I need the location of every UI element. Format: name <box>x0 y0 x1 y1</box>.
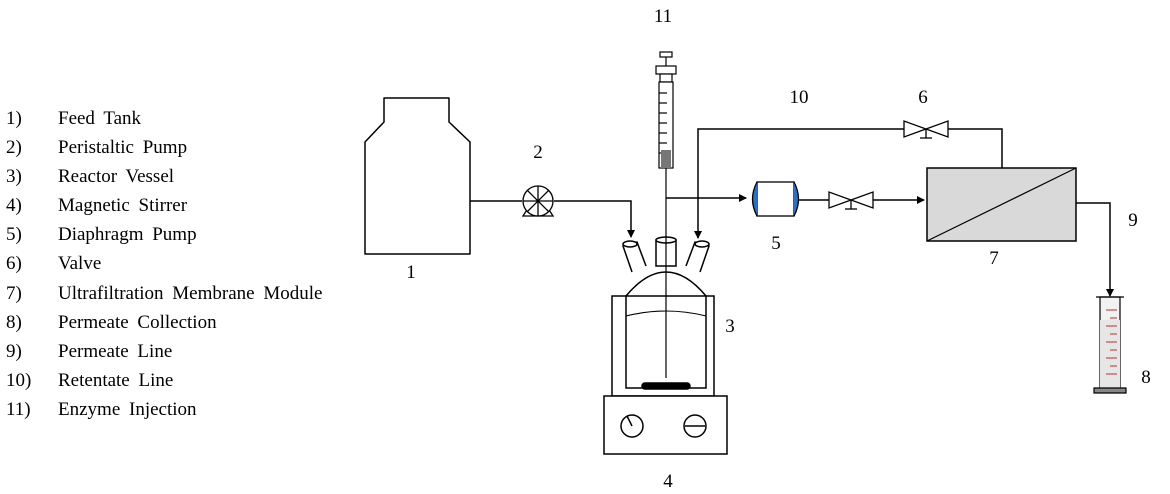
legend-number: 4) <box>6 195 22 217</box>
feed-tank <box>364 97 471 255</box>
legend-number: 6) <box>6 253 22 275</box>
legend-label: Retentate Line <box>58 369 174 391</box>
legend-item: 2) Peristaltic Pump <box>6 133 322 162</box>
legend-item: 7) Ultrafiltration Membrane Module <box>6 279 322 308</box>
legend-number: 11) <box>6 398 31 420</box>
enzyme-syringe <box>655 51 677 190</box>
legend-item: 1) Feed Tank <box>6 104 322 133</box>
diaphragm-pump <box>751 181 800 217</box>
legend-label: Permeate Line <box>58 340 173 362</box>
legend-number: 1) <box>6 108 22 129</box>
callout-peristaltic-pump: 2 <box>533 142 543 163</box>
callout-reactor-vessel: 3 <box>725 316 735 337</box>
legend-number: 2) <box>6 137 22 159</box>
legend-number: 8) <box>6 311 22 333</box>
legend-label: Enzyme Injection <box>58 398 197 420</box>
legend-item: 11) Enzyme Injection <box>6 395 322 424</box>
membrane-module <box>926 167 1077 242</box>
legend-label: Ultrafiltration Membrane Module <box>58 282 323 304</box>
callout-permeate-collection: 8 <box>1141 367 1151 388</box>
callout-diaphragm-pump: 5 <box>771 233 781 254</box>
permeate-line <box>1076 202 1114 297</box>
legend-number: 9) <box>6 340 22 362</box>
magnetic-stirrer <box>603 395 728 455</box>
peristaltic-pump <box>521 185 555 217</box>
reactor-outlet-line <box>666 194 925 204</box>
callout-valve: 6 <box>918 87 928 108</box>
callout-enzyme-injection: 11 <box>654 6 672 27</box>
reactor-vessel <box>611 190 715 397</box>
legend-label: Diaphragm Pump <box>58 224 197 246</box>
legend-item: 9) Permeate Line <box>6 337 322 366</box>
legend-number: 7) <box>6 282 22 304</box>
legend-label: Valve <box>58 253 102 275</box>
legend-item: 6) Valve <box>6 249 322 278</box>
legend-list: 1) Feed Tank 2) Peristaltic Pump 3) Reactor… <box>6 104 322 424</box>
legend-item: 4) Magnetic Stirrer <box>6 191 322 220</box>
feed-line <box>470 200 635 238</box>
legend-number: 10) <box>6 369 32 391</box>
retentate-line <box>694 128 1003 239</box>
legend-item: 5) Diaphragm Pump <box>6 220 322 249</box>
callout-magnetic-stirrer: 4 <box>663 471 673 492</box>
legend-label: Reactor Vessel <box>58 166 175 188</box>
callouts: 1 2 3 4 5 6 7 8 9 10 11 <box>406 6 1151 492</box>
legend-item: 10) Retentate Line <box>6 366 322 395</box>
legend-number: 3) <box>6 166 22 188</box>
callout-retentate-line: 10 <box>790 87 809 108</box>
permeate-cylinder <box>1093 296 1127 394</box>
feed-valve <box>828 191 874 210</box>
callout-permeate-line: 9 <box>1128 210 1138 231</box>
callout-feed-tank: 1 <box>406 262 416 283</box>
legend-label: Permeate Collection <box>58 311 217 333</box>
legend-label: Feed Tank <box>58 108 142 129</box>
retentate-valve <box>903 120 949 139</box>
legend-item: 3) Reactor Vessel <box>6 162 322 191</box>
legend-label: Magnetic Stirrer <box>58 195 188 217</box>
legend-number: 5) <box>6 224 22 246</box>
legend-label: Peristaltic Pump <box>58 137 188 159</box>
callout-membrane-module: 7 <box>989 248 999 269</box>
legend-item: 8) Permeate Collection <box>6 308 322 337</box>
